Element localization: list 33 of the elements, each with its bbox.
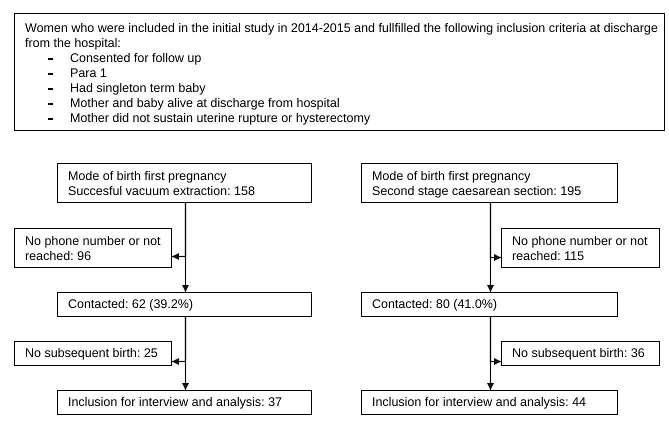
criteria-box: [14, 13, 665, 131]
list-item-text: Mother did not sustain uterine rupture or hysterectomy: [70, 111, 370, 125]
flow-box: [57, 390, 312, 415]
list-item-text: Mother and baby alive at discharge from hospital: [70, 96, 340, 110]
arrow: [487, 203, 494, 292]
flow-box: [361, 292, 618, 317]
exclusion-box: [14, 228, 172, 268]
box-text: Inclusion for interview and analysis: 44: [372, 395, 588, 410]
exclusion-box: [14, 341, 172, 366]
box-heading: Mode of birth first pregnancy: [68, 169, 228, 184]
box-text: No subsequent birth: 25: [25, 346, 159, 361]
box-heading: Mode of birth first pregnancy: [372, 169, 532, 184]
flow-box: [361, 390, 618, 415]
box-text: Second stage caesarean section: 195: [372, 184, 582, 199]
list-item-text: Para 1: [70, 66, 107, 80]
box-text: Contacted: 80 (41.0%): [372, 297, 498, 312]
arrow: [182, 203, 189, 292]
box-text: Inclusion for interview and analysis: 37: [68, 395, 284, 410]
arrow: [182, 317, 189, 390]
box-text: Contacted: 62 (39.2%): [68, 297, 194, 312]
flow-box: [361, 163, 618, 203]
intro-text: Women who were included in the initial study in 2014-2015 and fullfilled the following inclusion criteria at discharge from the hospital:: [25, 21, 659, 51]
box-text: No subsequent birth: 36: [512, 346, 646, 361]
box-text: No phone number or not reached: 115: [512, 234, 649, 264]
flow-box: [57, 292, 312, 317]
list-item-text: Consented for follow up: [70, 51, 202, 65]
list-item-text: Had singleton term baby: [70, 81, 206, 95]
exclusion-box: [501, 228, 660, 268]
box-text: Succesful vacuum extraction: 158: [68, 184, 256, 199]
box-text: No phone number or not reached: 96: [25, 234, 162, 264]
arrow: [487, 317, 494, 390]
flow-box: [57, 163, 312, 203]
exclusion-box: [501, 341, 660, 366]
